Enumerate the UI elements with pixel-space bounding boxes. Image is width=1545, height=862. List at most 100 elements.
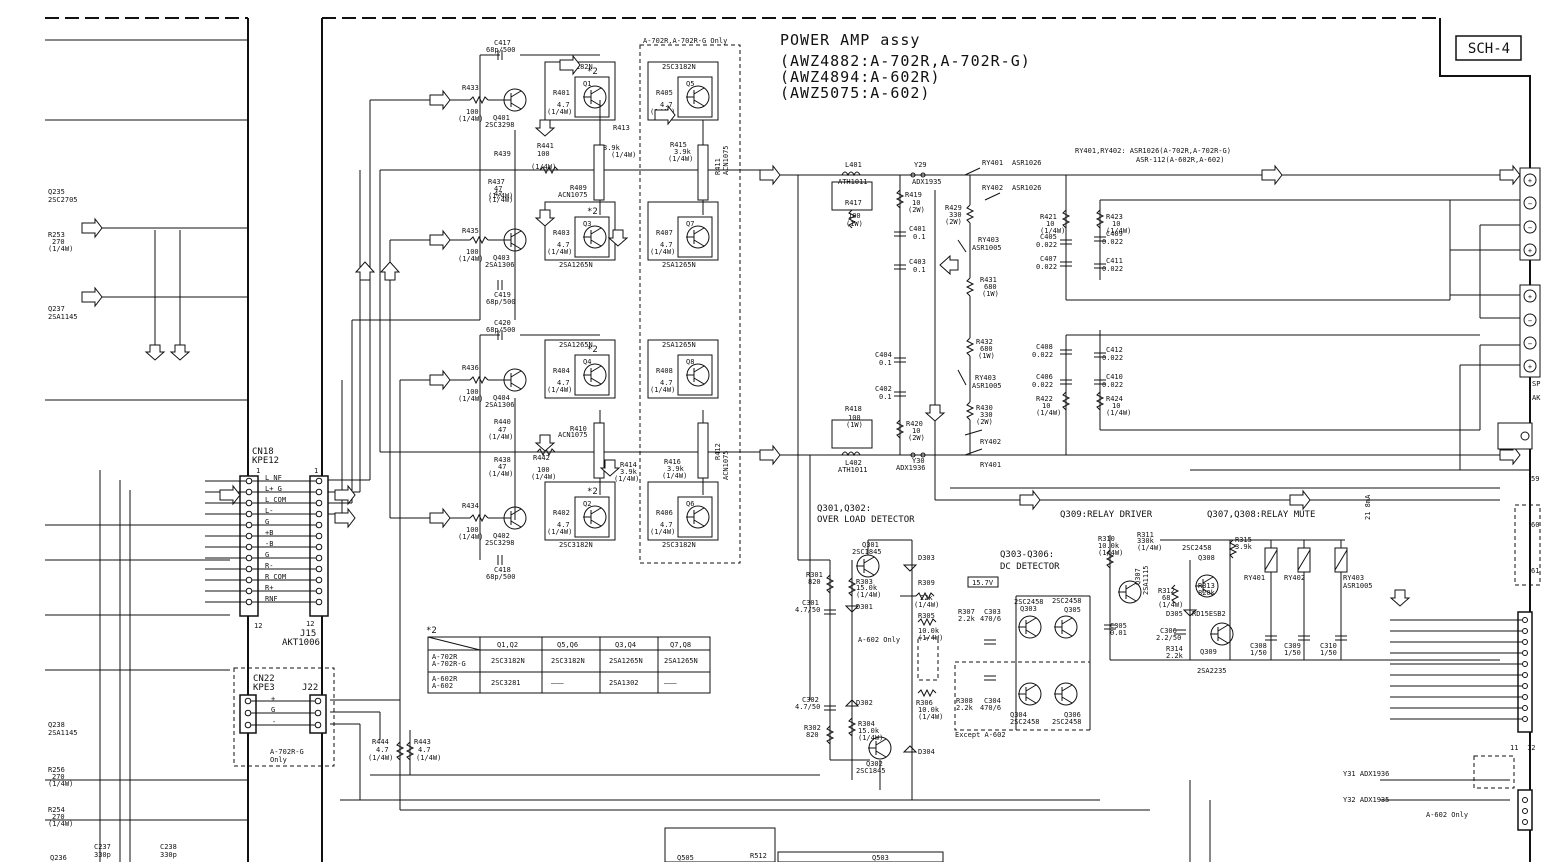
cn18-pin-icon xyxy=(245,576,253,584)
q2-label: Q2 xyxy=(583,500,591,508)
r304-resistor xyxy=(847,717,857,737)
r429-value: 330 xyxy=(949,211,962,219)
q308-part: 2SC2458 xyxy=(1182,544,1212,552)
c408-value: 0.022 xyxy=(1032,351,1053,359)
ry401b-label: RY401 xyxy=(980,461,1001,469)
r416-label: R416 xyxy=(664,458,681,466)
cn18-pin12: 12 xyxy=(254,622,262,630)
ry402b-label: RY402 xyxy=(980,438,1001,446)
r407-value: 4.7 xyxy=(660,241,673,249)
r302-resistor xyxy=(825,725,835,745)
r308-value: 2.2k xyxy=(956,704,974,712)
signal-arrow xyxy=(1289,489,1311,511)
q1-label: Q1 xyxy=(583,80,591,88)
r433-label: R433 xyxy=(462,84,479,92)
cn18-pin-label: R+ xyxy=(265,584,273,592)
l402-part: ATH1011 xyxy=(838,466,868,474)
table-cell: 2SA1302 xyxy=(609,679,639,687)
r413-value: 3.9k xyxy=(603,144,621,152)
r414-label: R414 xyxy=(620,461,637,469)
r401-label: R401 xyxy=(553,89,570,97)
c304-label: C304 xyxy=(984,697,1001,705)
signal-arrow xyxy=(654,104,676,126)
cn22-note2: A-702R-G xyxy=(270,748,304,756)
signal-arrow xyxy=(334,484,356,506)
terminal-plus-icon xyxy=(1523,173,1537,187)
r442-value: 100 xyxy=(537,466,550,474)
r304-watt: (1/4W) xyxy=(858,734,883,742)
r443-watt: (1/4W) xyxy=(416,754,441,762)
q306-part: 2SC2458 xyxy=(1052,718,1082,726)
r303-resistor xyxy=(847,577,857,597)
q238-part: 2SA1145 xyxy=(48,729,78,737)
terminal-plus-label: + xyxy=(1528,293,1532,301)
ry403-label: RY403 xyxy=(978,236,999,244)
output-stage-wiring xyxy=(328,99,760,700)
variant-dashed-box xyxy=(639,44,741,564)
cn18-pin-label: +B xyxy=(265,529,273,537)
c403-label: C403 xyxy=(909,258,926,266)
q7-transistor-icon xyxy=(693,239,705,247)
c308-label: C308 xyxy=(1250,642,1267,650)
table-header-cell: Q1,Q2 xyxy=(497,641,518,649)
j15-pin-icon xyxy=(315,510,323,518)
c302-label: C302 xyxy=(802,696,819,704)
table-cell: 2SC3182N xyxy=(551,657,585,665)
q401-transistor-icon xyxy=(510,90,522,98)
q235-label: Q235 xyxy=(48,188,65,196)
r429-watt: (2W) xyxy=(945,218,962,226)
c409-value: 0.022 xyxy=(1102,238,1123,246)
l401-part: ATH1011 xyxy=(838,178,868,186)
q6-label: Q6 xyxy=(686,500,694,508)
terminal-minus-label: − xyxy=(1528,224,1532,232)
r432-value: 680 xyxy=(980,345,993,353)
r432-resistor xyxy=(965,337,975,357)
ry401-contact-icon xyxy=(964,448,983,456)
table-cell: 2SC3182N xyxy=(491,657,525,665)
cn18-pin-label: L+ G xyxy=(265,485,282,493)
j15-part: AKT1006 xyxy=(282,638,320,648)
cn22-variant-box xyxy=(233,667,335,767)
r443-resistor xyxy=(405,741,415,761)
terminal-minus-label: − xyxy=(1528,200,1532,208)
relay-coils xyxy=(1110,539,1500,661)
j15-pin-icon xyxy=(315,565,323,573)
q306-transistor-icon xyxy=(1061,696,1073,704)
r417-watt: (1W) xyxy=(846,220,863,228)
r301-label: R301 xyxy=(806,571,823,579)
c411-label: C411 xyxy=(1106,257,1123,265)
c406-label: C406 xyxy=(1036,373,1053,381)
title-line1: POWER AMP assy xyxy=(780,31,920,49)
r307-label: R307 xyxy=(958,608,975,616)
title-line2: (AWZ4882:A-702R,A-702R-G) xyxy=(780,52,1031,70)
cn18-pin1: 1 xyxy=(256,467,260,475)
r438-watt: (1/4W) xyxy=(488,470,513,478)
r440-value: 47 xyxy=(498,426,506,434)
ry403-contact-icon xyxy=(957,239,967,253)
c411-value: 0.022 xyxy=(1102,265,1123,273)
r312-resistor xyxy=(1170,584,1180,604)
r419-watt: (2W) xyxy=(908,206,925,214)
connector-pin-icon xyxy=(1522,639,1528,645)
q404-label: Q404 xyxy=(493,394,510,402)
l402-coil-icon xyxy=(841,451,861,457)
r412-label: R412 xyxy=(714,443,722,460)
c419-value: 68p/500 xyxy=(486,298,516,306)
except-note: Except A-602 xyxy=(955,731,1006,739)
j15-pin-icon xyxy=(315,477,323,485)
q402-transistor-icon xyxy=(510,508,522,516)
voltage-label: 15.7V xyxy=(972,579,994,587)
sheet-ref: SCH-4 xyxy=(1468,41,1510,57)
r256-value: 270 xyxy=(52,773,65,781)
r422-watt: (1/4W) xyxy=(1036,409,1061,417)
d301-label: D301 xyxy=(856,603,873,611)
q238-label: Q238 xyxy=(48,721,65,729)
c410-value: 0.022 xyxy=(1102,381,1123,389)
r253-value: 270 xyxy=(52,238,65,246)
r310-watt: (1/4W) xyxy=(1098,549,1123,557)
r423-label: R423 xyxy=(1106,213,1123,221)
c408-label: C408 xyxy=(1036,343,1053,351)
q8-frame xyxy=(647,339,719,399)
r414-watt: (1/4W) xyxy=(614,475,639,483)
